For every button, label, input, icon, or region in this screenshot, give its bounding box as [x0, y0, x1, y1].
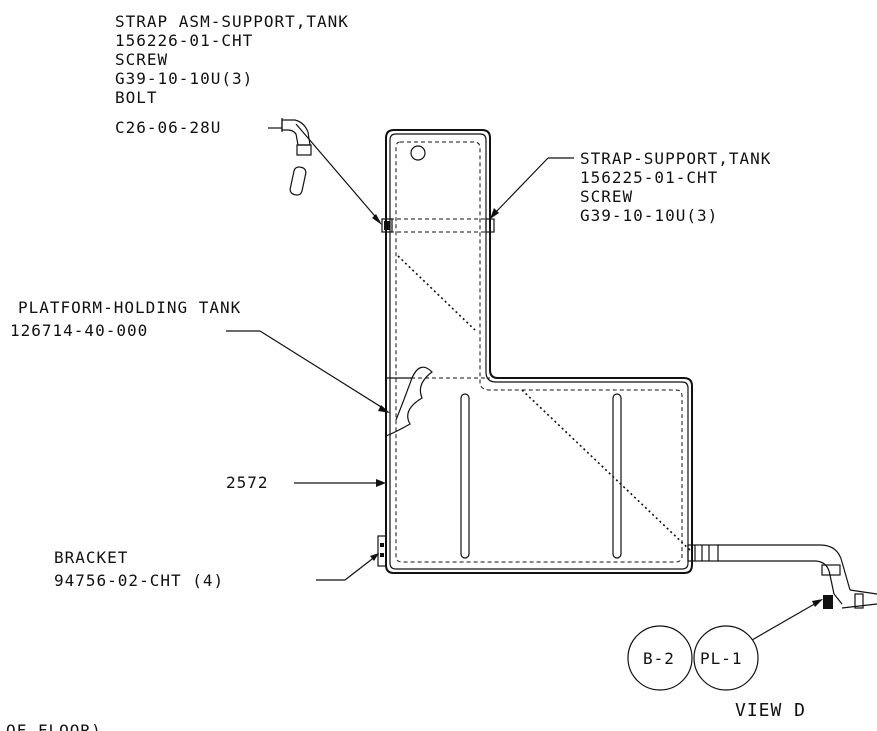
pipe-run-top	[718, 544, 851, 591]
strap-asm-bolt-number: C26-06-28U	[115, 118, 221, 137]
tank-number-arrowhead	[376, 479, 386, 487]
tank-inner-outline	[389, 133, 689, 570]
bolt-elbow	[281, 119, 311, 146]
callout-strap-asm: STRAP ASM-SUPPORT,TANK 156226-01-CHT SCR…	[115, 12, 382, 225]
bolt-shank	[289, 166, 307, 196]
strap-asm-part-number: 156226-01-CHT	[115, 31, 253, 50]
tank-hidden-wall	[395, 141, 683, 563]
bubble-arrowhead	[812, 599, 823, 607]
bracket-part-number: 94756-02-CHT (4)	[54, 571, 224, 590]
platform-title: PLATFORM-HOLDING TANK	[18, 298, 241, 317]
strap-asm-arrowhead	[372, 214, 382, 225]
pipe-exit-bottom	[841, 603, 877, 609]
floor-note-cutoff: OF FLOOR)	[6, 721, 102, 731]
bolt-nut	[296, 144, 312, 156]
strap-support-arrowhead	[490, 208, 499, 219]
bracket-part	[377, 535, 387, 567]
holding-tank	[377, 129, 693, 574]
bubble-b2-label: B-2	[643, 649, 675, 668]
bracket-hole-1	[380, 543, 384, 547]
callout-platform: PLATFORM-HOLDING TANK 126714-40-000	[10, 298, 390, 413]
tank-number-label: 2572	[226, 473, 269, 492]
callout-strap-support: STRAP-SUPPORT,TANK 156225-01-CHT SCREW G…	[490, 149, 771, 225]
platform-arrowhead	[378, 405, 390, 413]
cutaway-section	[385, 366, 433, 437]
bubble-pl1	[693, 625, 759, 691]
fill-port-circle	[410, 145, 426, 161]
strap-asm-leader	[295, 123, 381, 223]
bubble-b2	[627, 625, 693, 691]
cutaway-fold	[395, 377, 413, 421]
callout-bracket: BRACKET 94756-02-CHT (4)	[54, 548, 379, 590]
bracket-leader	[344, 555, 377, 581]
strap-support-title: STRAP-SUPPORT,TANK	[580, 149, 771, 168]
strap-support-leader	[493, 157, 549, 215]
bracket-arrowhead	[370, 553, 379, 561]
bubble-pl1-label: PL-1	[700, 649, 743, 668]
slot-left	[460, 393, 470, 559]
platform-part-number: 126714-40-000	[10, 321, 148, 340]
bubble-leader	[751, 601, 819, 641]
tank-outer-outline	[385, 129, 693, 574]
diagonal-brace-upper	[397, 255, 476, 331]
strap-asm-screw-number: G39-10-10U(3)	[115, 69, 253, 88]
pipe-clamp	[854, 593, 864, 609]
slot-right	[612, 393, 622, 559]
strap-support-screw-label: SCREW	[580, 187, 633, 206]
pipe-run-bottom	[718, 560, 835, 595]
strap-bolt-left	[384, 221, 390, 230]
view-label: VIEW D	[735, 700, 806, 721]
platform-leader	[259, 330, 387, 411]
reference-bubbles: B-2 PL-1	[627, 599, 823, 691]
strap-asm-title: STRAP ASM-SUPPORT,TANK	[115, 12, 349, 31]
drain-pipe	[687, 544, 877, 609]
pipe-coupling	[821, 564, 841, 576]
callout-tank-number: 2572	[226, 473, 386, 492]
strap-asm-screw-label: SCREW	[115, 50, 168, 69]
strap-support-part-number: 156225-01-CHT	[580, 168, 718, 187]
strap-asm-bolt-label: BOLT	[115, 88, 158, 107]
bracket-hole-2	[380, 553, 384, 557]
strap-support-screw-number: G39-10-10U(3)	[580, 206, 718, 225]
pipe-lower-edge	[833, 593, 843, 605]
pipe-valve	[823, 595, 833, 609]
pipe-fitting	[687, 544, 719, 562]
bracket-title: BRACKET	[54, 548, 128, 567]
pipe-exit-top	[849, 589, 877, 595]
diagonal-brace-lower	[521, 389, 691, 551]
strap-tab-left	[381, 218, 393, 233]
bolt-hardware	[281, 118, 312, 196]
